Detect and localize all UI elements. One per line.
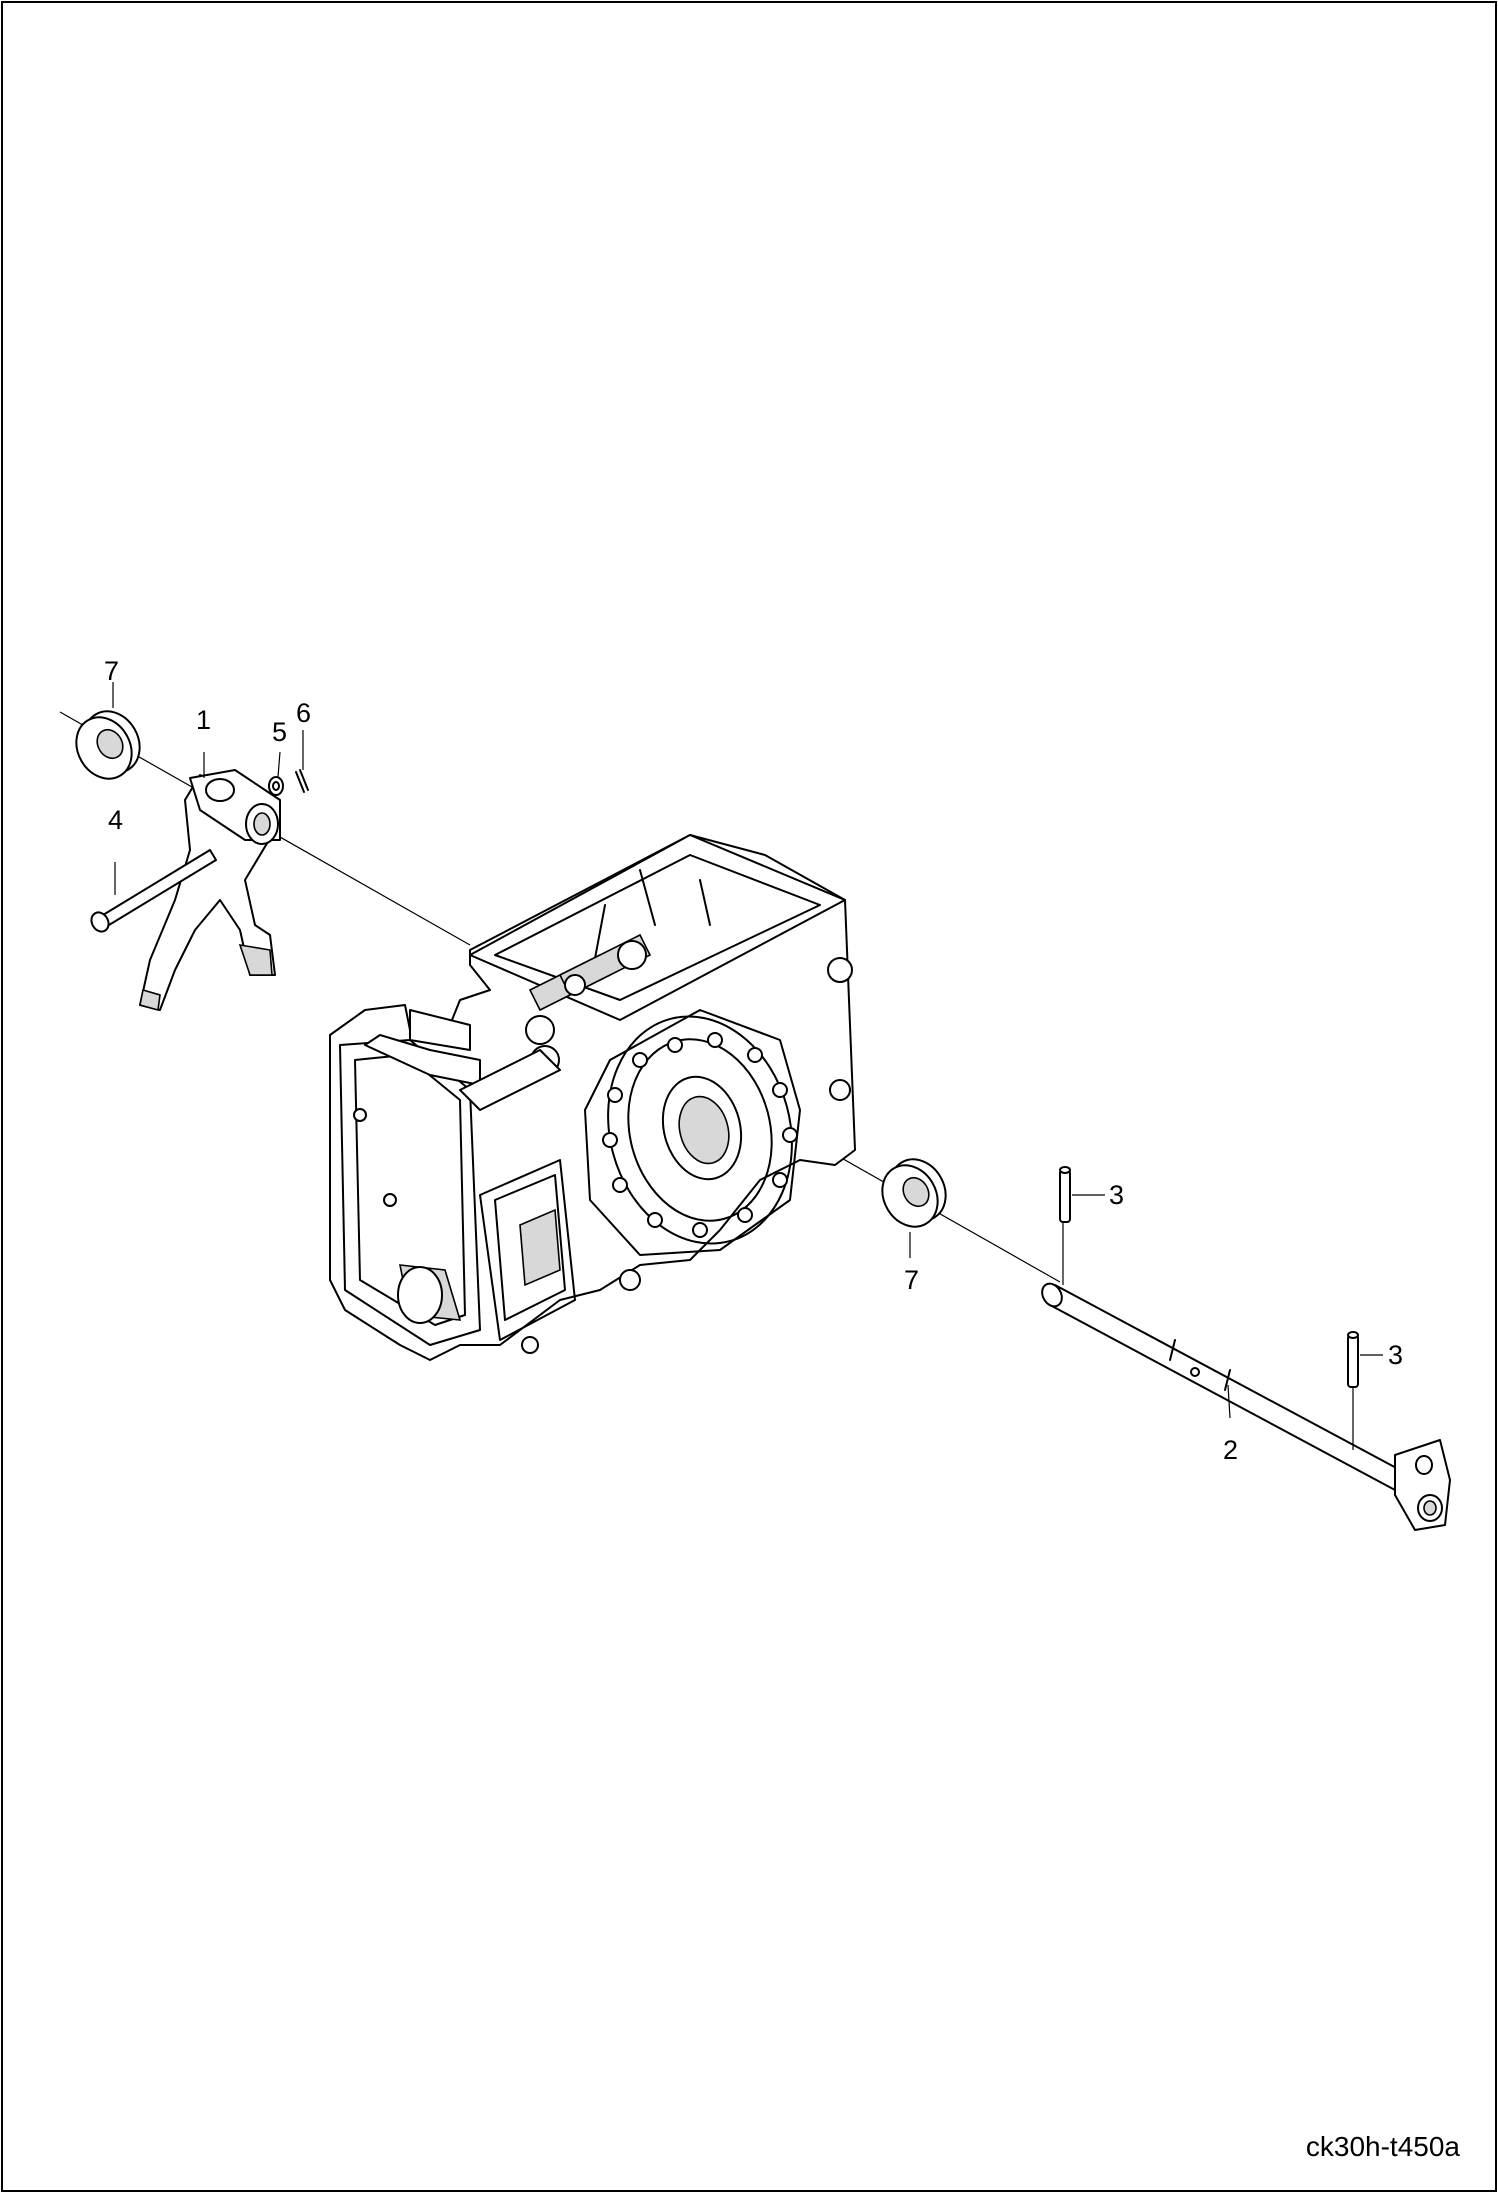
callout-1: 1 — [196, 705, 211, 735]
washer-and-clip — [268, 730, 309, 796]
shift-fork — [139, 752, 281, 1012]
callout-3-upper: 3 — [1109, 1180, 1124, 1210]
fork-pin — [90, 849, 217, 933]
callout-3-lower: 3 — [1388, 1340, 1403, 1370]
oil-seal-upper — [75, 682, 141, 780]
transmission-case — [329, 834, 856, 1361]
callout-2: 2 — [1223, 1435, 1238, 1465]
oil-seal-lower — [881, 1158, 947, 1258]
spring-pin-upper — [1059, 1166, 1105, 1285]
callout-7-lower: 7 — [904, 1265, 919, 1295]
shift-shaft — [1041, 1282, 1451, 1531]
reference-code: ck30h-t450a — [1305, 2131, 1460, 2162]
callout-4: 4 — [108, 805, 123, 835]
callout-7-upper: 7 — [104, 656, 119, 686]
callout-5: 5 — [272, 717, 287, 747]
spring-pin-lower — [1347, 1331, 1383, 1450]
callout-6: 6 — [296, 698, 311, 728]
flange-bolt-holes — [602, 1032, 798, 1238]
